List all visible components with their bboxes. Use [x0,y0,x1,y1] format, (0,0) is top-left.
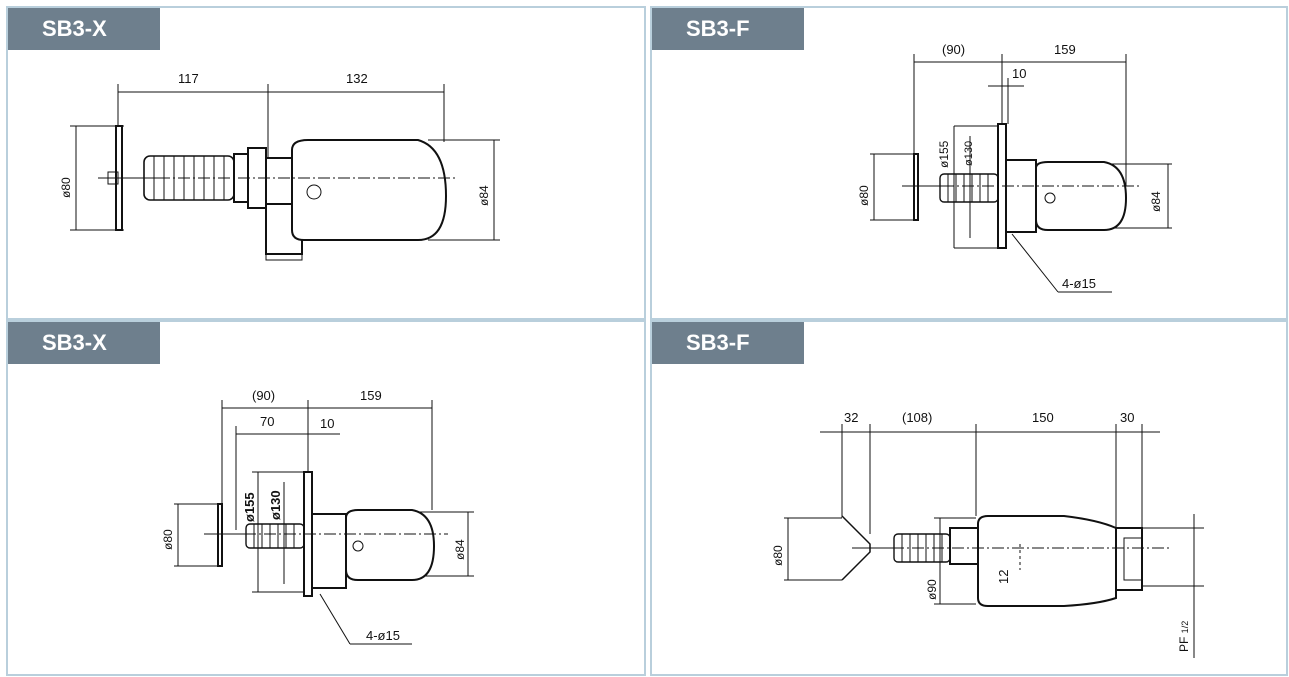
dim-10: 10 [1012,66,1026,81]
drawing-sb3-f-top: (90) 159 10 ø155 ø130 ø80 ø84 [857,42,1172,293]
dim-150: 150 [1032,410,1054,425]
panel-title: SB3-F [652,8,804,50]
dim-dia-130: ø130 [963,141,975,166]
drawing-sb3-x-bottom: (90) 159 70 10 ø155 ø130 ø80 ø84 [161,388,474,645]
dim-dia-84: ø84 [453,539,467,560]
dim-dia-80: ø80 [771,545,785,566]
dim-dia-80: ø80 [59,177,73,198]
panel-sb3-f-bottom: SB3-F 32 (108) 150 30 ø80 ø90 1 [650,320,1288,676]
panel-sb3-x-bottom: SB3-X (90) 159 70 10 ø155 ø130 ø80 ø84 [6,320,646,676]
dim-holes: 4-ø15 [1062,276,1096,291]
drawing-sb3-x-top: 117 132 ø80 ø84 [59,71,500,261]
dim-132: 132 [346,71,368,86]
dim-30: 30 [1120,410,1134,425]
thread-size: 1/2 [1180,621,1190,634]
panel-sb3-f-top: SB3-F (90) 159 10 ø155 ø130 ø80 ø84 [650,6,1288,320]
dim-dia-80: ø80 [161,529,175,550]
dim-dia-90: ø90 [925,579,939,600]
dim-dia-84: ø84 [1149,191,1163,212]
panel-title: SB3-X [8,322,160,364]
dim-32: 32 [844,410,858,425]
dim-dia-80: ø80 [857,185,871,206]
drawing-sb3-f-bottom: 32 (108) 150 30 ø80 ø90 12 PF 1/2 [771,410,1204,658]
dim-159: 159 [360,388,382,403]
dim-117: 117 [178,71,199,86]
dim-holes: 4-ø15 [366,628,400,643]
dim-90: (90) [252,388,275,403]
dim-70: 70 [260,414,274,429]
dim-dia-84: ø84 [477,185,491,206]
dim-dia-130: ø130 [268,490,283,520]
dim-dia-155: ø155 [937,140,951,168]
thread-label: PF 1/2 [1177,621,1191,652]
dim-12: 12 [996,570,1011,584]
panel-title: SB3-F [652,322,804,364]
dim-159: 159 [1054,42,1076,57]
thread-pf: PF [1177,637,1191,652]
panel-title: SB3-X [8,8,160,50]
panel-sb3-x-top: SB3-X 117 132 ø80 ø84 [6,6,646,320]
dim-10: 10 [320,416,334,431]
dim-108: (108) [902,410,932,425]
dim-90: (90) [942,42,965,57]
dim-dia-155: ø155 [242,492,257,522]
